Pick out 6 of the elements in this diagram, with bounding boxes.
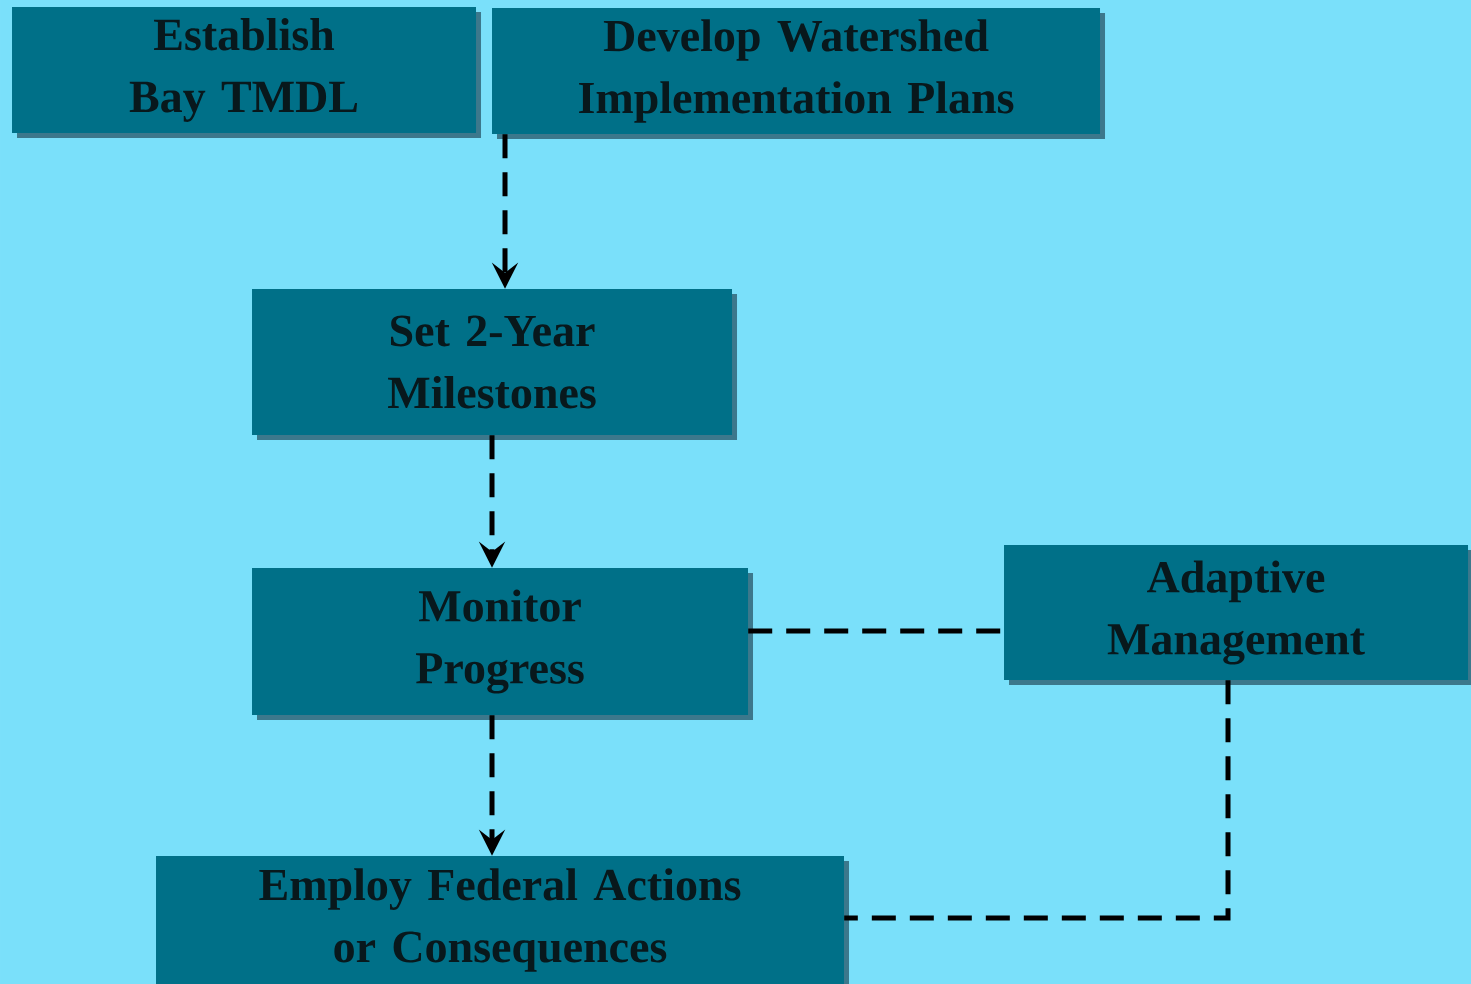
process-box: Set 2-Year Milestones bbox=[252, 289, 737, 440]
process-box: Employ Federal Actions or Consequences bbox=[156, 856, 849, 984]
process-box: Establish Bay TMDL bbox=[12, 7, 481, 138]
process-box: Monitor Progress bbox=[252, 568, 753, 720]
process-box: Adaptive Management bbox=[1004, 545, 1471, 685]
process-box: Develop Watershed Implementation Plans bbox=[492, 8, 1105, 139]
